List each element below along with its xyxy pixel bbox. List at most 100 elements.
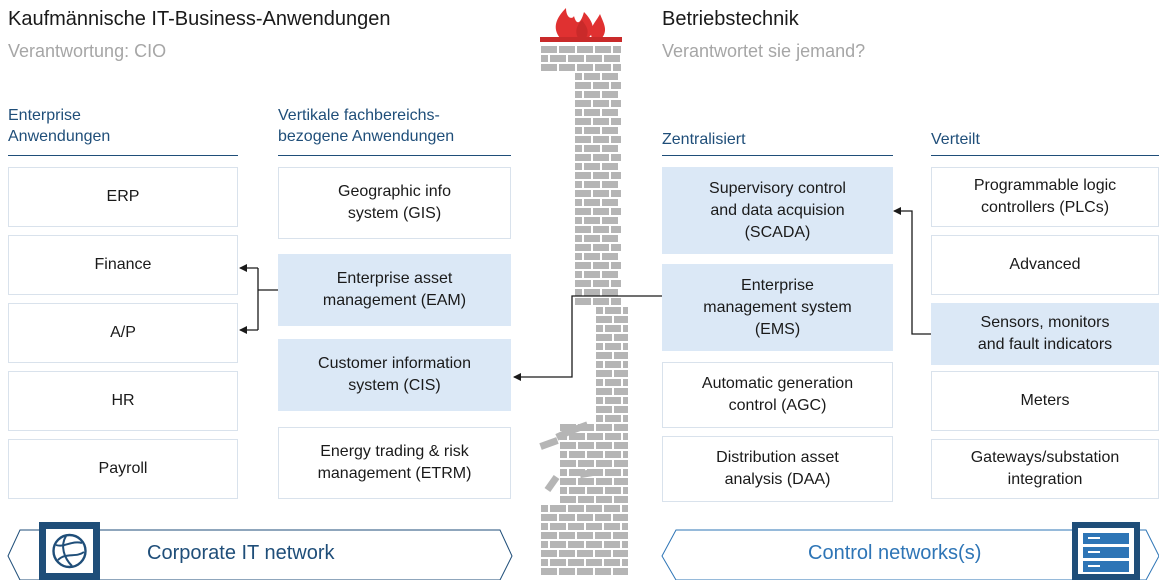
- right-col2-header: Verteilt: [931, 131, 980, 148]
- wall-brick: [595, 46, 611, 53]
- wall-brick: [541, 505, 548, 512]
- wall-brick: [593, 280, 609, 287]
- corporate-it-banner: [7, 529, 513, 580]
- app-box: Enterprise management system (EMS): [662, 264, 893, 351]
- wall-brick: [577, 550, 593, 557]
- wall-brick: [614, 370, 628, 377]
- wall-brick: [584, 235, 600, 242]
- wall-brick: [596, 325, 603, 332]
- wall-brick: [593, 100, 609, 107]
- wall-brick: [613, 46, 621, 53]
- wall-brick: [584, 217, 600, 224]
- wall-brick: [605, 379, 621, 386]
- wall-brick: [541, 46, 557, 53]
- fire-icon: [540, 8, 622, 42]
- wall-brick: [550, 523, 566, 530]
- wall-brick: [575, 91, 582, 98]
- wall-brick: [569, 469, 585, 476]
- wall-brick: [611, 226, 621, 233]
- wall-brick: [623, 325, 628, 332]
- wall-brick: [575, 73, 582, 80]
- wall-brick: [602, 289, 618, 296]
- app-box: Gateways/substation integration: [931, 439, 1159, 499]
- wall-brick: [586, 559, 602, 566]
- app-box: Sensors, monitors and fault indicators: [931, 303, 1159, 365]
- control-networks-banner: [661, 529, 1159, 580]
- wall-brick: [541, 550, 557, 557]
- wall-brick: [596, 415, 603, 422]
- wall-brick: [575, 208, 591, 215]
- wall-brick: [559, 568, 575, 575]
- wall-brick: [575, 199, 582, 206]
- wall-brick: [623, 361, 628, 368]
- connector-eam-to-finance-ap: [239, 264, 278, 334]
- wall-brick: [611, 82, 621, 89]
- wall-brick: [604, 541, 620, 548]
- wall-brick: [593, 136, 609, 143]
- wall-brick: [614, 316, 628, 323]
- wall-brick: [593, 262, 609, 269]
- wall-brick: [555, 426, 575, 441]
- right-col1-header: Zentralisiert: [662, 131, 746, 148]
- wall-brick: [595, 568, 611, 575]
- app-box: Automatic generation control (AGC): [662, 362, 893, 428]
- wall-brick: [611, 136, 621, 143]
- wall-brick: [605, 307, 621, 314]
- wall-brick: [593, 298, 609, 305]
- wall-brick: [611, 118, 621, 125]
- app-box: Enterprise asset management (EAM): [278, 254, 511, 326]
- wall-brick: [568, 505, 584, 512]
- wall-brick: [586, 505, 602, 512]
- control-networks-label: Control networks(s): [808, 542, 982, 564]
- app-box: Advanced: [931, 235, 1159, 295]
- wall-brick: [602, 217, 618, 224]
- wall-brick: [568, 559, 584, 566]
- wall-brick: [604, 559, 620, 566]
- wall-brick: [622, 541, 628, 548]
- wall-brick: [584, 199, 600, 206]
- wall-brick: [602, 181, 618, 188]
- wall-brick: [560, 424, 576, 431]
- wall-brick: [575, 226, 591, 233]
- wall-brick: [578, 442, 594, 449]
- wall-brick: [595, 64, 611, 71]
- wall-brick: [614, 388, 628, 395]
- wall-brick: [604, 55, 620, 62]
- wall-brick: [575, 100, 591, 107]
- wall-brick: [568, 55, 584, 62]
- wall-brick: [568, 523, 584, 530]
- wall-brick: [605, 433, 621, 440]
- wall-brick: [596, 496, 612, 503]
- wall-brick: [596, 460, 612, 467]
- wall-brick: [602, 253, 618, 260]
- wall-brick: [578, 478, 594, 485]
- wall-brick: [577, 514, 593, 521]
- wall-brick: [560, 478, 576, 485]
- wall-brick: [575, 235, 582, 242]
- wall-brick: [575, 109, 582, 116]
- wall-brick: [577, 64, 593, 71]
- wall-brick: [596, 334, 612, 341]
- wall-brick: [539, 437, 559, 450]
- left-col1-rule: [8, 155, 238, 156]
- wall-brick: [550, 55, 566, 62]
- wall-brick: [578, 496, 594, 503]
- wall-brick: [595, 550, 611, 557]
- app-box: Geographic info system (GIS): [278, 167, 511, 239]
- wall-brick: [575, 145, 582, 152]
- wall-brick: [587, 433, 603, 440]
- wall-brick: [614, 406, 628, 413]
- wall-brick: [559, 64, 575, 71]
- wall-brick: [596, 352, 612, 359]
- connector-ems-to-cis: [513, 295, 662, 381]
- wall-brick: [575, 271, 582, 278]
- wall-brick: [596, 361, 603, 368]
- wall-brick: [602, 127, 618, 134]
- wall-brick: [622, 523, 628, 530]
- right-col1-rule: [662, 155, 893, 156]
- wall-brick: [593, 118, 609, 125]
- wall-brick: [623, 415, 628, 422]
- wall-brick: [593, 244, 609, 251]
- wall-brick: [575, 253, 582, 260]
- wall-brick: [623, 379, 628, 386]
